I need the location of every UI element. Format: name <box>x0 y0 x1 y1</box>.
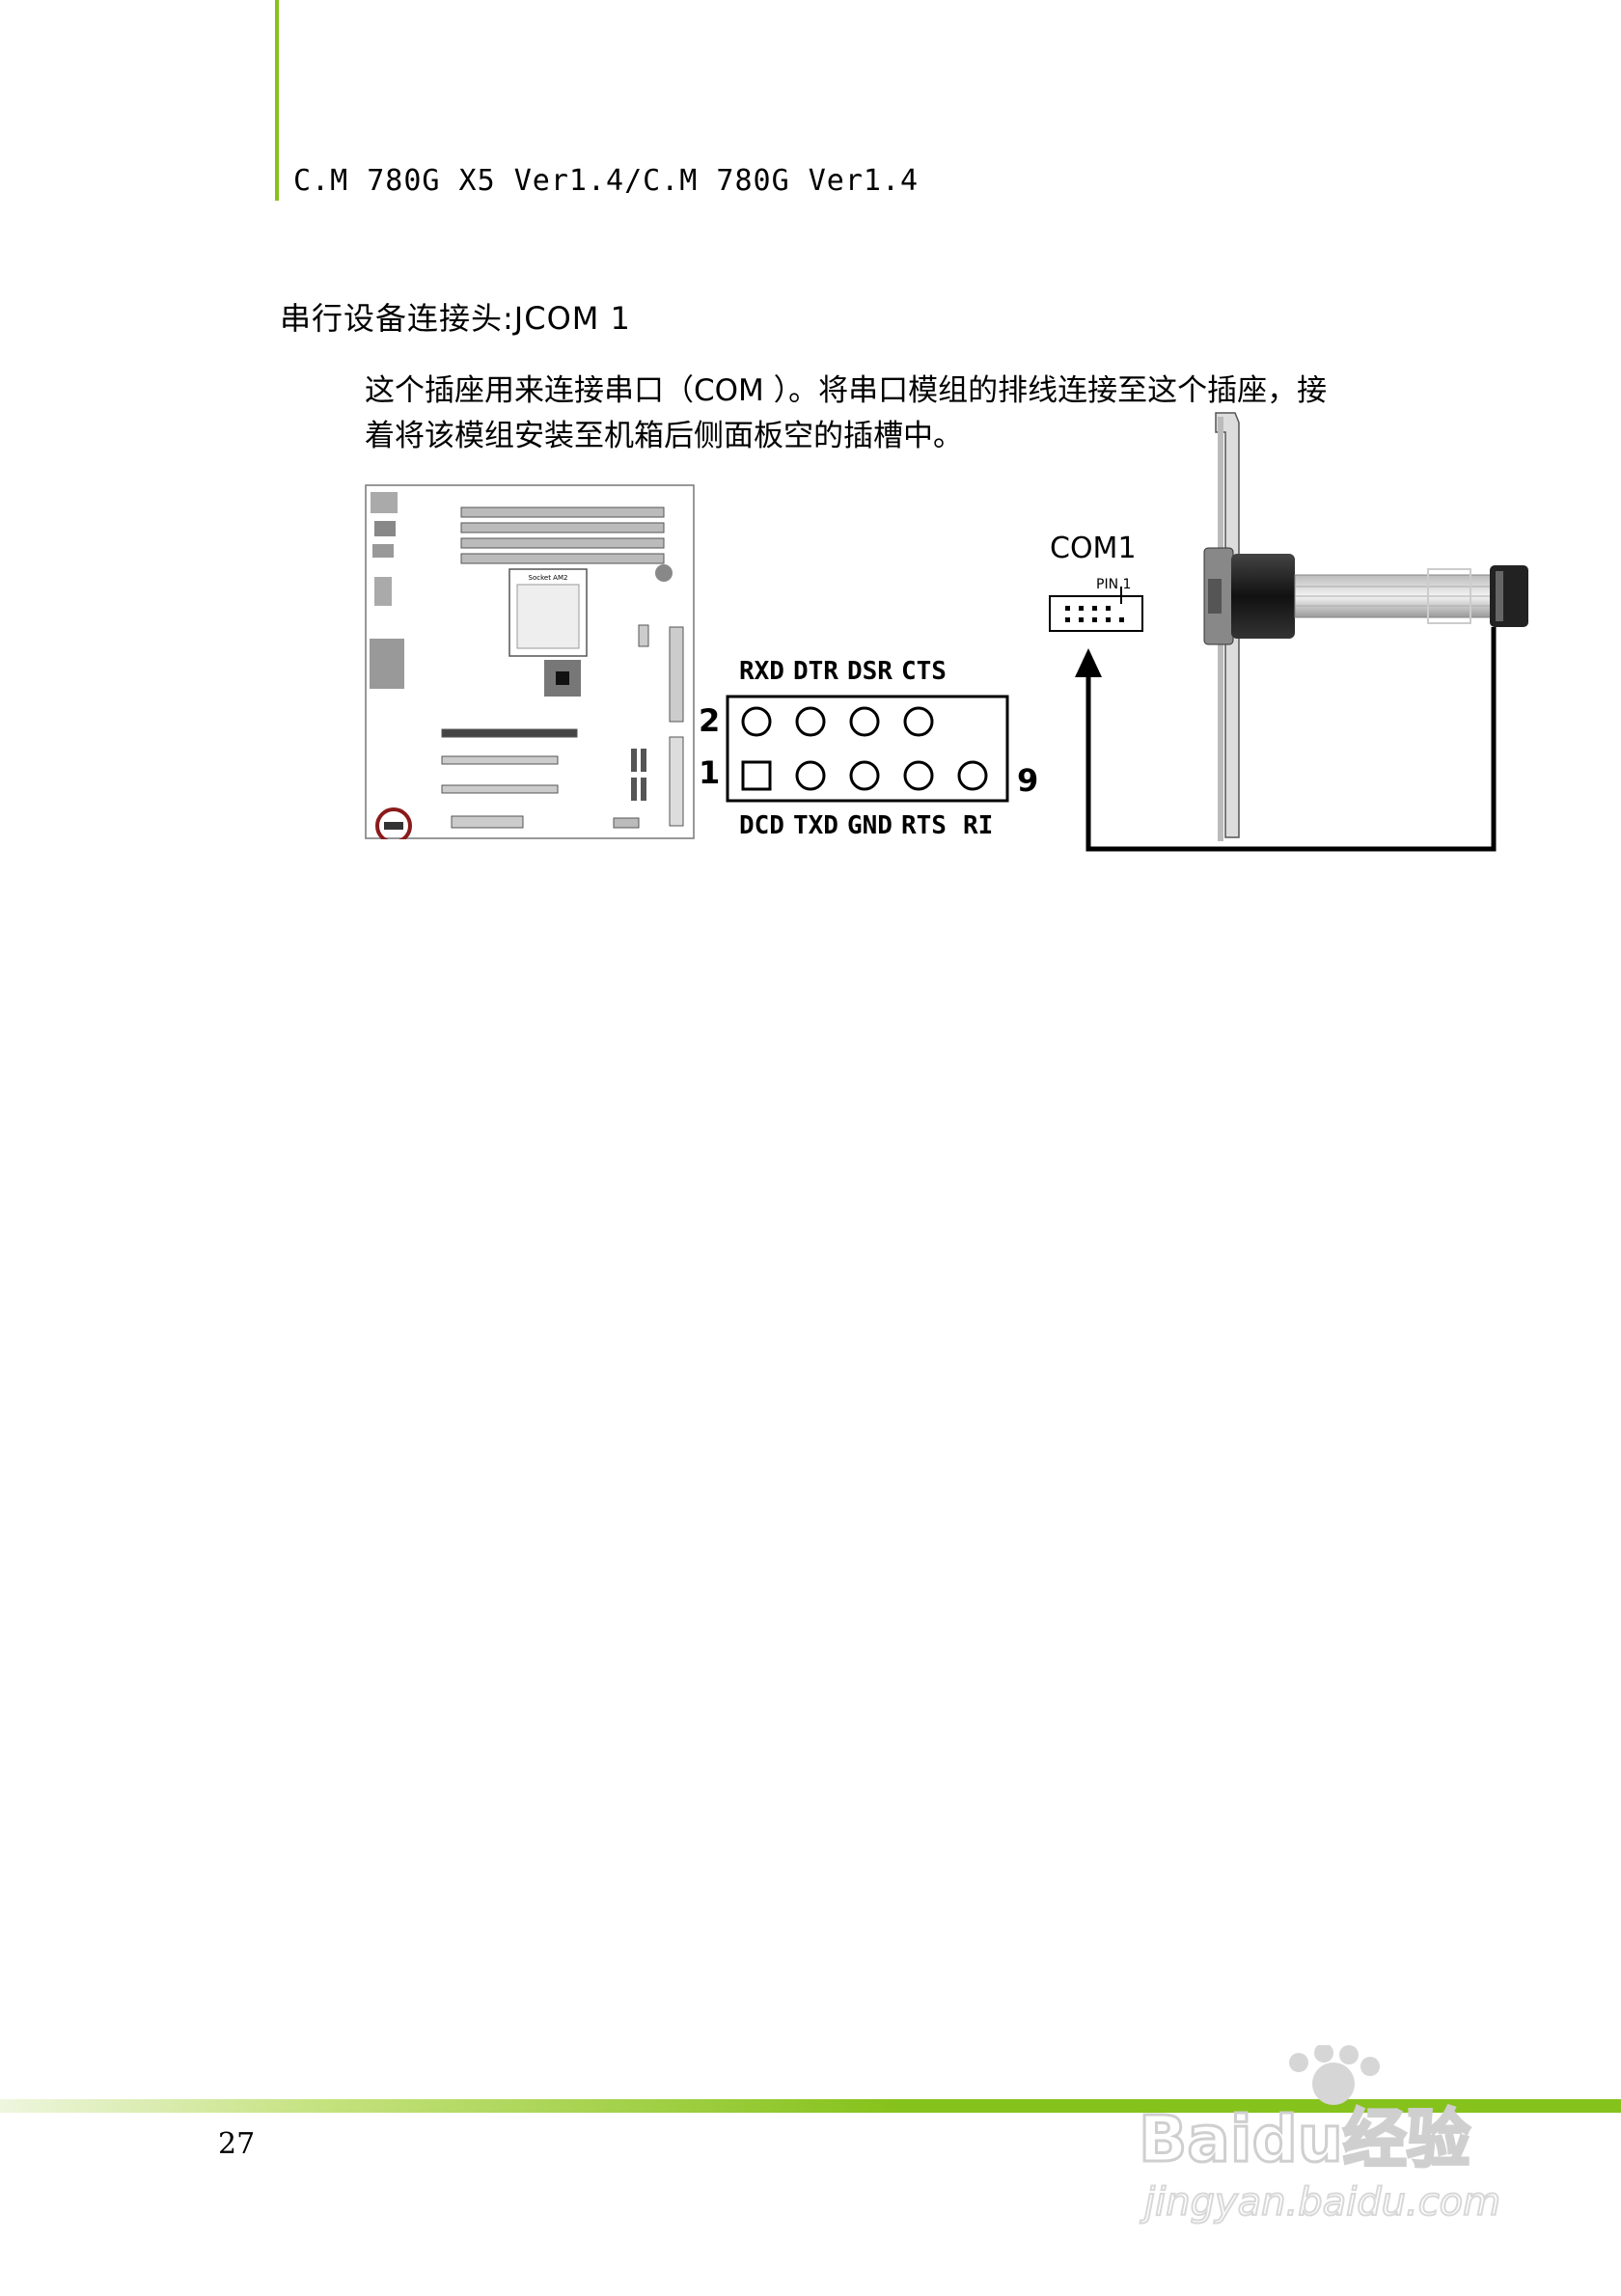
pin-5 <box>849 760 880 791</box>
page-number: 27 <box>218 2127 256 2161</box>
pin-6 <box>849 706 880 737</box>
pin-1 <box>741 760 772 791</box>
jcom1-highlight-circle <box>375 807 412 839</box>
pin-7 <box>903 760 934 791</box>
pin-label-rxd: RXD <box>739 657 784 686</box>
pin-8 <box>903 706 934 737</box>
pin-label-cts: CTS <box>901 657 947 686</box>
pin-label-dsr: DSR <box>847 657 893 686</box>
socket-label: Socket AM2 <box>529 574 568 582</box>
watermark-brand: Baidu经验 <box>1139 2102 1470 2176</box>
body-paragraph: 这个插座用来连接串口（COM ）。将串口模组的排线连接至这个插座，接 着将该模组… <box>365 369 1426 459</box>
pin-9 <box>957 760 988 791</box>
com1-label: COM1 <box>1050 532 1137 565</box>
pin-label-dtr: DTR <box>793 657 838 686</box>
jcom1-pin-diagram: RXD DTR DSR CTS DCD TXD GND RTS RI 2 1 9 <box>699 657 1038 840</box>
paragraph-line: 这个插座用来连接串口（COM ）。将串口模组的排线连接至这个插座，接 <box>365 373 1328 408</box>
pin-label-ri: RI <box>963 811 993 840</box>
baidu-jingyan-watermark: Baidu经验 jingyan.baidu.com <box>1138 2045 1501 2226</box>
footer-accent-rule <box>0 2099 1621 2113</box>
pin-label-gnd: GND <box>847 811 893 840</box>
side-accent-rule <box>275 0 279 201</box>
pin-label-txd: TXD <box>793 811 838 840</box>
pin-number-9: 9 <box>1017 762 1038 799</box>
pin-2 <box>741 706 772 737</box>
motherboard-layout-image: Socket AM2 <box>365 484 695 839</box>
paragraph-line: 着将该模组安装至机箱后侧面板空的插槽中。 <box>365 419 963 453</box>
row-number-2: 2 <box>699 702 720 739</box>
com-bracket-illustration: COM1 PIN 1 <box>1049 412 1528 852</box>
pin-label-dcd: DCD <box>739 811 784 840</box>
section-title: 串行设备连接头:JCOM 1 <box>280 300 631 337</box>
watermark-url: jingyan.baidu.com <box>1140 2180 1500 2225</box>
row-number-1: 1 <box>699 754 720 791</box>
pin-label-rts: RTS <box>901 811 947 840</box>
pin1-label: PIN 1 <box>1096 577 1131 592</box>
running-head: C.M 780G X5 Ver1.4/C.M 780G Ver1.4 <box>293 164 920 198</box>
pin-4 <box>795 706 826 737</box>
pin-3 <box>795 760 826 791</box>
